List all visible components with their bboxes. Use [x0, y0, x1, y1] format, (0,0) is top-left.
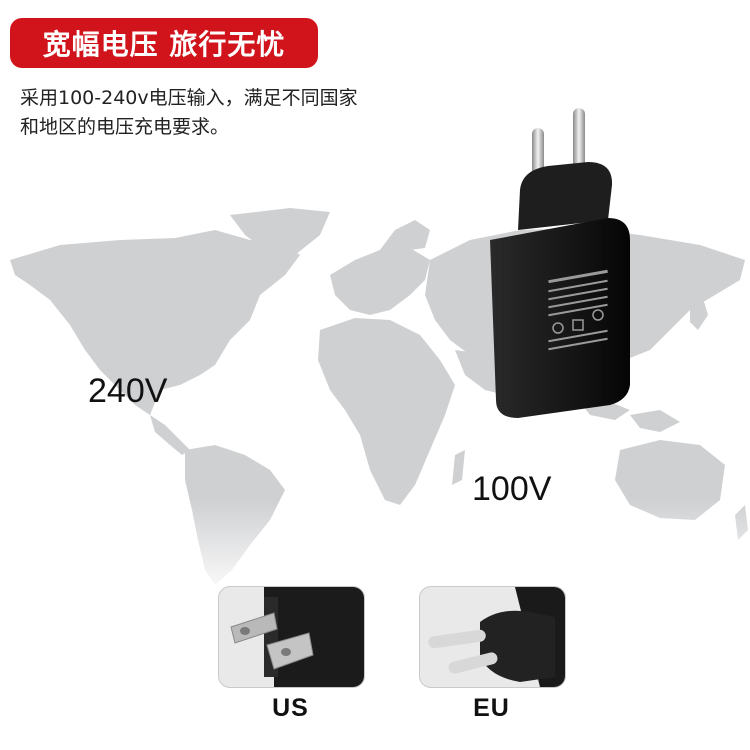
voltage-label-240: 240V [88, 372, 168, 410]
description-line-2: 和地区的电压充电要求。 [20, 116, 230, 138]
us-plug-label: US [272, 694, 309, 722]
eu-plug-icon [428, 587, 565, 687]
us-plug-icon [230, 587, 364, 687]
adapter-icon [490, 108, 630, 418]
headline-badge: 宽幅电压 旅行无忧 [10, 18, 318, 68]
voltage-label-100: 100V [472, 470, 552, 508]
description: 采用100-240v电压输入，满足不同国家 和地区的电压充电要求。 [20, 84, 420, 142]
description-line-1: 采用100-240v电压输入，满足不同国家 [20, 87, 358, 109]
eu-plug-label: EU [473, 694, 510, 722]
us-plug-card [218, 586, 365, 688]
eu-plug-card [419, 586, 566, 688]
